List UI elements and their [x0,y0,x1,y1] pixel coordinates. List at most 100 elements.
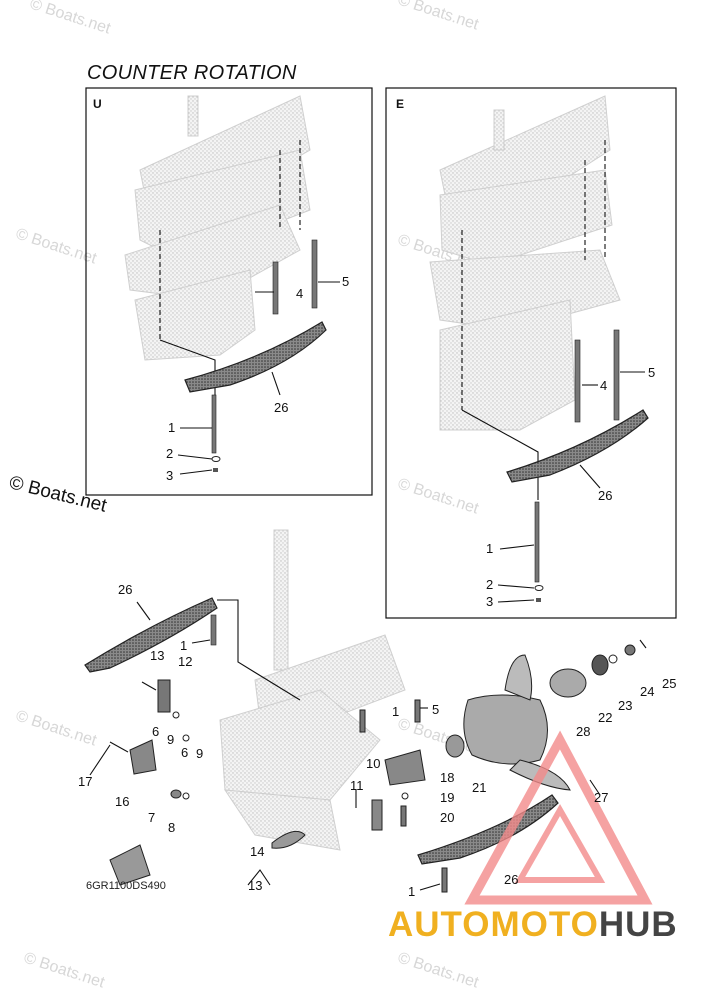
callout-12: 12 [178,654,192,669]
callout-1: 1 [168,420,175,435]
bolt-4-u [272,261,279,315]
inset-e-label: E [396,97,404,111]
callout-26: 26 [598,488,612,503]
bolt-5-e [613,329,620,421]
callout-3: 3 [166,468,173,483]
callout-4: 4 [296,286,303,301]
callout-19: 19 [440,790,454,805]
leader-line [89,744,111,776]
bolt-1-e [534,501,540,583]
callout-15: 14 [250,844,264,859]
brand-logo-triangle [514,803,606,883]
brand-logo-part1: AUTOMOTO [388,905,599,944]
part-15 [271,830,306,849]
anode-26-e [506,409,649,483]
leader-line [589,779,601,796]
callout-14: 13 [248,878,262,893]
leader-line [136,601,151,621]
callout-26: 26 [504,872,518,887]
callout-18: 18 [440,770,454,785]
part-10 [371,799,383,831]
washer-6 [172,711,180,719]
leader-line [497,584,535,589]
guide-line [217,599,301,701]
bolt-5-u [311,239,318,309]
diagram-title: COUNTER ROTATION [87,62,297,84]
callout-28: 28 [576,724,590,739]
part-12 [157,679,171,713]
nut-3-u [213,468,218,472]
callout-25: 25 [662,676,676,691]
callout-1: 1 [392,704,399,719]
callout-24: 24 [640,684,654,699]
callout-9: 9 [196,746,203,761]
callout-6: 6 [152,724,159,739]
callout-26: 26 [274,400,288,415]
washer-2-e [534,585,544,591]
pin-25 [639,639,647,649]
leader-line [271,371,281,396]
anode-26-main-bottom [417,794,559,865]
leader-line [191,639,211,644]
callout-2: 2 [166,446,173,461]
callout-16: 16 [115,794,129,809]
callout-2: 2 [486,577,493,592]
inset-u-label: U [93,97,102,111]
callout-1: 1 [486,541,493,556]
callout-1: 1 [180,638,187,653]
leader-line [579,464,601,489]
callout-4: 4 [600,378,607,393]
nut-3-e [536,598,541,602]
leader-line [497,599,535,603]
lower-casing [219,529,406,851]
part-16 [129,739,157,775]
inset-u-frame [85,87,373,496]
callout-11: 11 [350,778,364,793]
callout-27: 27 [594,790,608,805]
bolt-1-main [210,614,217,646]
washer-8 [182,792,190,800]
nut-24 [624,644,636,656]
part-7 [170,789,182,799]
callout-5: 5 [648,365,655,380]
leader-line [177,454,213,460]
anode-26-main-left [84,597,218,673]
callout-22: 22 [598,710,612,725]
bolt-1-main [441,867,448,893]
inset-e-housing [429,95,621,431]
leader-line [179,469,213,475]
anode-26-u [184,321,327,393]
brand-logo: AUTOMOTOHUB [388,905,678,945]
washer-2-u [211,456,221,462]
brand-logo-part2: HUB [598,905,678,944]
callout-1: 1 [408,884,415,899]
bolt-1-u [211,394,217,454]
callout-23: 23 [618,698,632,713]
leader-line [419,883,441,891]
leader-line [247,869,271,886]
washer-9 [182,734,190,742]
callout-20: 20 [440,810,454,825]
leader-line [499,544,535,550]
callout-5: 5 [432,702,439,717]
callout-10: 10 [366,756,380,771]
callout-7: 7 [148,810,155,825]
bolt-1-main [359,709,366,733]
callout-13: 13 [150,648,164,663]
washer-21 [445,734,465,758]
bolt-5-main [414,699,421,723]
washer-22 [591,654,609,676]
callout-9: 9 [167,732,174,747]
callout-17: 17 [78,774,92,789]
spacer-28 [549,668,587,698]
bolt-20 [400,805,407,827]
pin-13 [141,681,157,691]
callout-21: 21 [472,780,486,795]
brand-logo-triangle [464,730,653,905]
pin-17 [109,741,129,753]
inset-e-guide-line [461,409,539,500]
bolt-4-e [574,339,581,423]
part-18 [384,749,426,786]
washer-23 [608,654,618,664]
